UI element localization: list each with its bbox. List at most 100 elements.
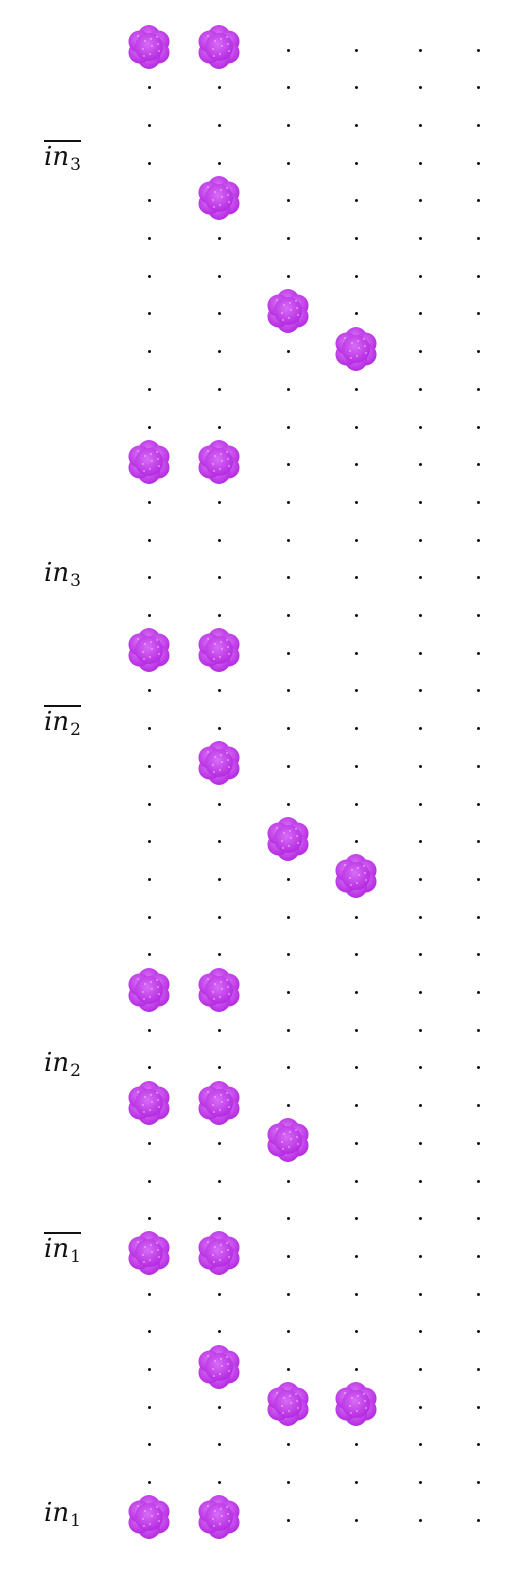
grid-dot [286, 915, 290, 919]
grid-dot [147, 802, 151, 806]
grid-dot [217, 312, 221, 316]
grid-dot [354, 1292, 358, 1296]
grid-dot [476, 877, 480, 881]
grid-dot [286, 1292, 290, 1296]
grid-dot [476, 463, 480, 467]
grid-dot [418, 237, 422, 240]
grid-dot [354, 463, 358, 467]
grid-dot [217, 86, 221, 90]
grid-dot [418, 1254, 422, 1258]
grid-dot [354, 274, 358, 278]
grid-dot [286, 1368, 290, 1371]
grid-dot [147, 1405, 151, 1409]
grid-dot [418, 1104, 422, 1108]
grid-dot [217, 576, 221, 580]
grid-dot [286, 1217, 290, 1221]
grid-dot [354, 651, 358, 655]
grid-dot [418, 576, 422, 580]
flower-tile [263, 286, 313, 336]
grid-dot [418, 1405, 422, 1409]
grid-dot [418, 1028, 422, 1032]
flower-tile [263, 814, 313, 864]
grid-dot [354, 1217, 358, 1221]
flower-tile [194, 1228, 244, 1278]
grid-dot [354, 1104, 358, 1108]
grid-dot [418, 689, 422, 693]
grid-dot [354, 123, 358, 127]
grid-dot [286, 199, 290, 203]
grid-dot [476, 1368, 480, 1371]
label-in3-bar: in3 [44, 140, 81, 175]
grid-dot [476, 1405, 480, 1409]
flower-tile [194, 738, 244, 788]
grid-dot [147, 764, 151, 768]
grid-dot [217, 1141, 221, 1145]
flower-tile [194, 1078, 244, 1128]
grid-dot [217, 614, 221, 617]
flower-tile [124, 625, 174, 675]
grid-dot [147, 1368, 151, 1371]
grid-dot [286, 237, 290, 240]
grid-dot [217, 237, 221, 240]
grid-dot [217, 1443, 221, 1447]
grid-dot [418, 1066, 422, 1070]
label-in1: in1 [44, 1498, 81, 1531]
grid-dot [354, 576, 358, 580]
grid-dot [217, 350, 221, 354]
grid-dot [354, 1443, 358, 1447]
grid-dot [418, 1292, 422, 1296]
grid-dot [354, 689, 358, 693]
grid-dot [476, 123, 480, 127]
grid-dot [217, 1330, 221, 1334]
grid-dot [418, 312, 422, 316]
grid-dot [147, 614, 151, 617]
grid-dot [286, 764, 290, 768]
grid-dot [418, 1330, 422, 1334]
grid-dot [354, 614, 358, 617]
grid-dot [147, 1179, 151, 1183]
grid-dot [476, 350, 480, 354]
grid-dot [476, 802, 480, 806]
grid-dot [418, 48, 422, 52]
grid-dot [217, 802, 221, 806]
grid-dot [476, 840, 480, 844]
grid-dot [418, 802, 422, 806]
grid-dot [354, 387, 358, 391]
flower-tile [124, 965, 174, 1015]
grid-dot [217, 1179, 221, 1183]
grid-dot [354, 1330, 358, 1334]
grid-dot [476, 312, 480, 316]
grid-dot [354, 802, 358, 806]
grid-dot [217, 840, 221, 844]
grid-dot [354, 1179, 358, 1183]
grid-dot [147, 1481, 151, 1485]
grid-dot [354, 86, 358, 90]
grid-dot [418, 727, 422, 731]
grid-dot [418, 1481, 422, 1485]
grid-dot [147, 877, 151, 881]
grid-dot [286, 1028, 290, 1032]
grid-dot [418, 425, 422, 429]
grid-dot [147, 1443, 151, 1447]
grid-dot [476, 1254, 480, 1258]
grid-dot [147, 500, 151, 504]
flower-tile [194, 22, 244, 72]
grid-dot [147, 123, 151, 127]
grid-dot [286, 425, 290, 429]
grid-dot [476, 614, 480, 617]
grid-dot [147, 1217, 151, 1221]
grid-dot [476, 953, 480, 957]
grid-dot [286, 802, 290, 806]
grid-dot [286, 614, 290, 617]
grid-dot [286, 1104, 290, 1108]
grid-dot [418, 840, 422, 844]
grid-dot [217, 425, 221, 429]
grid-dot [476, 991, 480, 994]
grid-dot [476, 689, 480, 693]
grid-dot [286, 1254, 290, 1258]
grid-dot [217, 877, 221, 881]
grid-dot [418, 274, 422, 278]
grid-dot [354, 538, 358, 542]
grid-dot [476, 1330, 480, 1334]
flower-tile [263, 1115, 313, 1165]
